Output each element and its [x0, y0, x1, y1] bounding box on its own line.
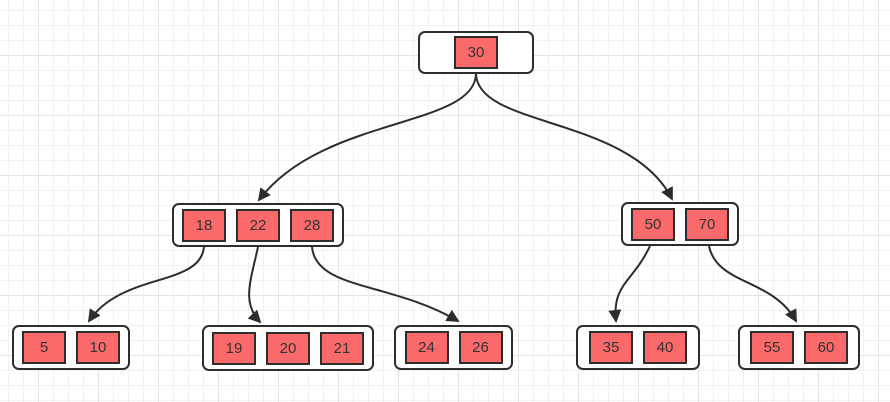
btree-node-leaf-2[interactable]: 19 20 21 [202, 325, 374, 371]
edge-internal-right-to-leaf-4[interactable] [608, 245, 651, 323]
btree-key-30[interactable]: 30 [454, 36, 498, 69]
btree-key-10[interactable]: 10 [76, 331, 120, 364]
edge-internal-left-to-leaf-1[interactable] [87, 246, 205, 323]
btree-key-50[interactable]: 50 [631, 207, 675, 241]
edge-internal-left-to-leaf-2[interactable] [247, 246, 262, 324]
btree-key-20[interactable]: 20 [266, 331, 310, 365]
btree-key-5[interactable]: 5 [22, 331, 66, 364]
btree-key-18[interactable]: 18 [182, 208, 226, 242]
btree-key-70[interactable]: 70 [685, 207, 729, 241]
btree-key-26[interactable]: 26 [458, 331, 503, 364]
btree-node-leaf-1[interactable]: 5 10 [12, 325, 130, 370]
edge-root-to-internal-right[interactable] [475, 73, 673, 201]
btree-key-24[interactable]: 24 [404, 331, 449, 364]
btree-key-22[interactable]: 22 [236, 208, 280, 242]
btree-key-35[interactable]: 35 [589, 331, 633, 364]
edge-internal-right-to-leaf-5[interactable] [708, 245, 797, 323]
btree-key-28[interactable]: 28 [290, 208, 334, 242]
btree-key-55[interactable]: 55 [750, 331, 794, 364]
btree-node-leaf-3[interactable]: 24 26 [394, 325, 513, 370]
btree-node-leaf-4[interactable]: 35 40 [576, 325, 700, 370]
btree-key-19[interactable]: 19 [212, 331, 256, 365]
btree-node-root[interactable]: 30 [418, 31, 534, 74]
btree-key-40[interactable]: 40 [643, 331, 687, 364]
btree-key-21[interactable]: 21 [320, 331, 364, 365]
btree-node-internal-right[interactable]: 50 70 [621, 202, 739, 246]
btree-node-leaf-5[interactable]: 55 60 [738, 325, 860, 370]
edge-internal-left-to-leaf-3[interactable] [311, 246, 460, 322]
edge-root-to-internal-left[interactable] [257, 73, 477, 202]
btree-node-internal-left[interactable]: 18 22 28 [172, 203, 344, 247]
btree-key-60[interactable]: 60 [804, 331, 848, 364]
